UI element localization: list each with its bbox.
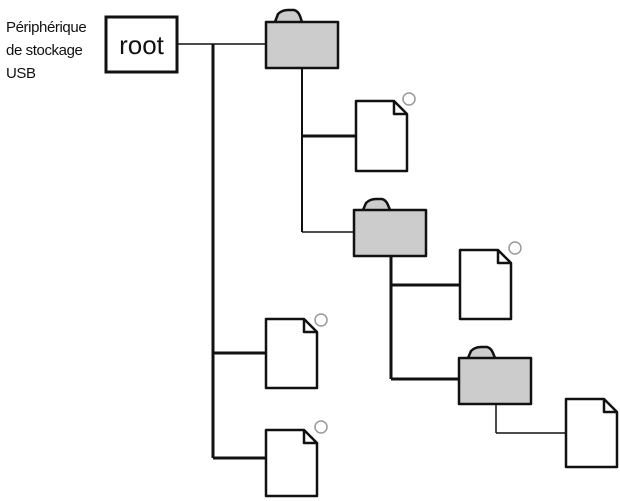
device-caption-line-1: Périphérique [6, 19, 87, 36]
file-icon [264, 317, 319, 390]
file-icon [354, 99, 409, 173]
file-icon [264, 428, 319, 498]
status-marker-icon [314, 313, 328, 327]
folder-icon [264, 8, 340, 70]
folder-icon [352, 197, 428, 258]
device-caption-line-2: de stockage [6, 42, 83, 59]
tree-connectors [178, 43, 566, 460]
status-marker-icon [402, 92, 416, 106]
root-label: root [119, 30, 165, 60]
folder-icon [457, 345, 533, 406]
device-caption: Périphérique de stockage USB [6, 16, 106, 85]
status-marker-icon [314, 420, 328, 434]
file-icon [564, 397, 619, 469]
device-caption-line-3: USB [6, 65, 36, 82]
root-node: root [104, 15, 179, 74]
root-box [104, 15, 179, 74]
file-icon [458, 248, 513, 321]
status-marker-icon [508, 241, 522, 255]
